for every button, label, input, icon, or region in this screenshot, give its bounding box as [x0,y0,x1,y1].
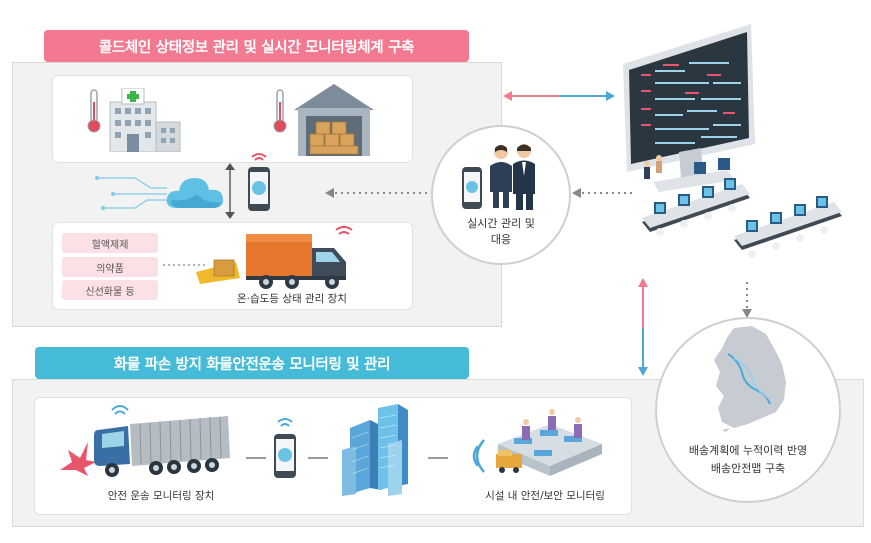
device-label: 온·습도등 상태 관리 장치 [237,293,347,305]
wifi-icon [472,439,485,473]
truck-icon [196,226,353,289]
connector-dash [428,457,448,459]
business-people-icon [490,144,535,210]
realtime-line1: 실시간 관리 및 [467,217,535,230]
connector-dash [308,457,328,459]
vertical-double-arrow [225,163,235,219]
buildings-icon [342,404,408,496]
smartphone-icon [274,418,296,478]
korea-map-icon [714,326,786,432]
smartphone-icon [462,167,482,209]
smartphone-icon [248,153,270,211]
factory-icon [496,409,602,476]
cargo-safety-banner: 화물 파손 방지 화물안전운송 모니터링 및 관리 [35,347,469,379]
cargo-item-blood: 혈액제제 [62,233,158,253]
network-lines [95,176,167,210]
safety-map-line1: 배송계획에 누적이력 반영 [688,444,808,457]
realtime-line2: 대응 [490,233,512,246]
dotted-arrow-left [572,188,636,198]
workstation-icon [642,158,842,258]
dotted-arrow-left [325,188,433,198]
hospital-icon [109,88,181,152]
connector-dash [246,457,266,459]
monitor-icon [623,24,755,192]
thermometer-icon [87,89,101,133]
impact-icon [60,442,96,476]
safety-map-line2: 배송안전맵 구축 [710,462,786,475]
horizontal-double-arrow [503,91,615,101]
dotted-connector [163,264,207,266]
cold-chain-banner: 콜드체인 상태정보 관리 및 실시간 모니터링체계 구축 [44,30,469,62]
warehouse-icon [294,84,374,156]
truck-monitoring-label: 안전 운송 모니터링 장치 [107,490,215,502]
facility-monitoring-label: 시설 내 안전/보안 모니터링 [485,490,605,502]
dotted-arrow-down [742,282,752,318]
cloud-icon [166,178,223,208]
cargo-item-medicine: 의약품 [62,257,158,277]
vertical-double-arrow [638,278,648,376]
thermometer-icon [273,89,287,133]
cargo-item-fresh: 신선화물 등 [62,280,158,300]
truck-icon [94,405,230,477]
